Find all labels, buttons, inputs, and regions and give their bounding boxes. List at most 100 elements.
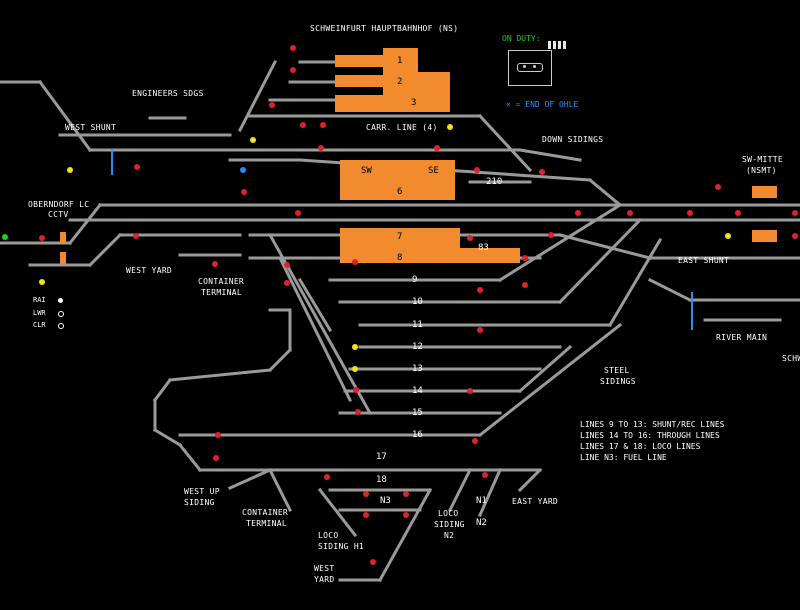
track-loco-h1[interactable]	[317, 487, 358, 538]
label-sw-mitte: SW-MITTE	[742, 155, 783, 164]
signal-red[interactable]	[212, 261, 218, 267]
signal-red[interactable]	[539, 169, 545, 175]
status-rai-indicator	[58, 298, 63, 303]
signal-red[interactable]	[472, 438, 478, 444]
label-container-2: CONTAINER	[242, 508, 289, 517]
occupied-section-6[interactable]	[340, 160, 455, 200]
occupied-section-2[interactable]	[335, 75, 383, 87]
label-west-up: WEST UP	[184, 487, 220, 496]
signal-blue[interactable]	[240, 167, 246, 173]
signal-red[interactable]	[467, 235, 473, 241]
label-n2: N2	[444, 531, 455, 540]
occupied-section-8[interactable]	[340, 248, 520, 263]
signal-red[interactable]	[363, 512, 369, 518]
signal-red[interactable]	[687, 210, 693, 216]
signal-red[interactable]	[300, 122, 306, 128]
line-number-1: 1	[397, 56, 403, 66]
signal-red[interactable]	[477, 287, 483, 293]
signal-red[interactable]	[241, 189, 247, 195]
track-link	[557, 217, 643, 305]
signal-red[interactable]	[284, 262, 290, 268]
signal-red[interactable]	[482, 472, 488, 478]
line-number-3: 3	[411, 98, 417, 108]
status-rai-label: RAI	[33, 296, 46, 304]
signal-red[interactable]	[290, 67, 296, 73]
signal-yellow[interactable]	[352, 366, 358, 372]
signal-red[interactable]	[363, 491, 369, 497]
signal-red[interactable]	[324, 474, 330, 480]
signal-red[interactable]	[284, 280, 290, 286]
label-oberndorf-lc: OBERNDORF LC	[28, 200, 90, 209]
track-west-yard-2[interactable]	[377, 487, 433, 583]
signal-yellow[interactable]	[352, 344, 358, 350]
occupied-section-3[interactable]	[335, 95, 418, 112]
line-number-sw: SW	[361, 166, 372, 176]
line-number-15: 15	[412, 408, 423, 418]
on-duty-indicator	[548, 34, 570, 49]
signal-red[interactable]	[134, 164, 140, 170]
signal-red[interactable]	[403, 512, 409, 518]
signal-red[interactable]	[434, 145, 440, 151]
signal-green[interactable]	[2, 234, 8, 240]
telephone-icon	[517, 63, 543, 72]
signal-red[interactable]	[715, 184, 721, 190]
legend-line-4: LINE N3: FUEL LINE	[580, 453, 667, 462]
signal-red[interactable]	[575, 210, 581, 216]
track-east-yard[interactable]	[517, 467, 543, 493]
signal-red[interactable]	[477, 327, 483, 333]
signal-yellow[interactable]	[725, 233, 731, 239]
track-container-terminal-2[interactable]	[267, 467, 293, 513]
track-down-sidings[interactable]	[518, 148, 582, 162]
label-terminal: TERMINAL	[201, 288, 242, 297]
signal-red[interactable]	[467, 388, 473, 394]
signal-yellow[interactable]	[39, 279, 45, 285]
signal-red[interactable]	[792, 210, 798, 216]
signal-red[interactable]	[215, 432, 221, 438]
signal-red[interactable]	[522, 282, 528, 288]
track-link	[497, 202, 623, 283]
occupied-section-sw-mitte[interactable]	[752, 186, 777, 198]
signal-red[interactable]	[627, 210, 633, 216]
signal-red[interactable]	[213, 455, 219, 461]
occupied-section-east[interactable]	[752, 230, 777, 242]
label-engineers-sdgs: ENGINEERS SDGS	[132, 89, 204, 98]
signal-red[interactable]	[352, 259, 358, 265]
signal-red[interactable]	[403, 491, 409, 497]
track-link	[177, 442, 203, 473]
telephone-panel[interactable]	[508, 50, 552, 86]
signal-red[interactable]	[295, 210, 301, 216]
signal-yellow[interactable]	[67, 167, 73, 173]
label-schw: SCHW	[782, 354, 800, 363]
occupied-section-obernd-2[interactable]	[60, 252, 66, 264]
signal-red[interactable]	[269, 102, 275, 108]
signal-red[interactable]	[548, 232, 554, 238]
signal-red[interactable]	[792, 233, 798, 239]
signal-red[interactable]	[133, 233, 139, 239]
label-loco: LOCO	[318, 531, 339, 540]
occupied-section-3-east[interactable]	[418, 72, 450, 112]
line-number-7: 7	[397, 232, 403, 242]
label-siding-n2: SIDING	[434, 520, 465, 529]
signal-red[interactable]	[318, 145, 324, 151]
occupied-section-1[interactable]	[335, 55, 383, 67]
occupied-section-obernd[interactable]	[60, 232, 66, 244]
signal-red[interactable]	[353, 387, 359, 393]
signal-red[interactable]	[290, 45, 296, 51]
label-west-shunt: WEST SHUNT	[65, 123, 117, 132]
track-loco-n2[interactable]	[447, 467, 473, 513]
label-container: CONTAINER	[198, 277, 245, 286]
signal-yellow[interactable]	[250, 137, 256, 143]
signal-red[interactable]	[39, 235, 45, 241]
signal-red[interactable]	[474, 167, 480, 173]
signal-yellow[interactable]	[447, 124, 453, 130]
line-number-12: 12	[412, 342, 423, 352]
track-n1[interactable]	[478, 468, 502, 517]
occupied-section-block[interactable]	[383, 48, 418, 98]
signal-red[interactable]	[370, 559, 376, 565]
signal-red[interactable]	[735, 210, 741, 216]
signal-red[interactable]	[320, 122, 326, 128]
track-west-up-siding[interactable]	[228, 468, 272, 490]
signal-red[interactable]	[522, 255, 528, 261]
signal-red[interactable]	[355, 409, 361, 415]
